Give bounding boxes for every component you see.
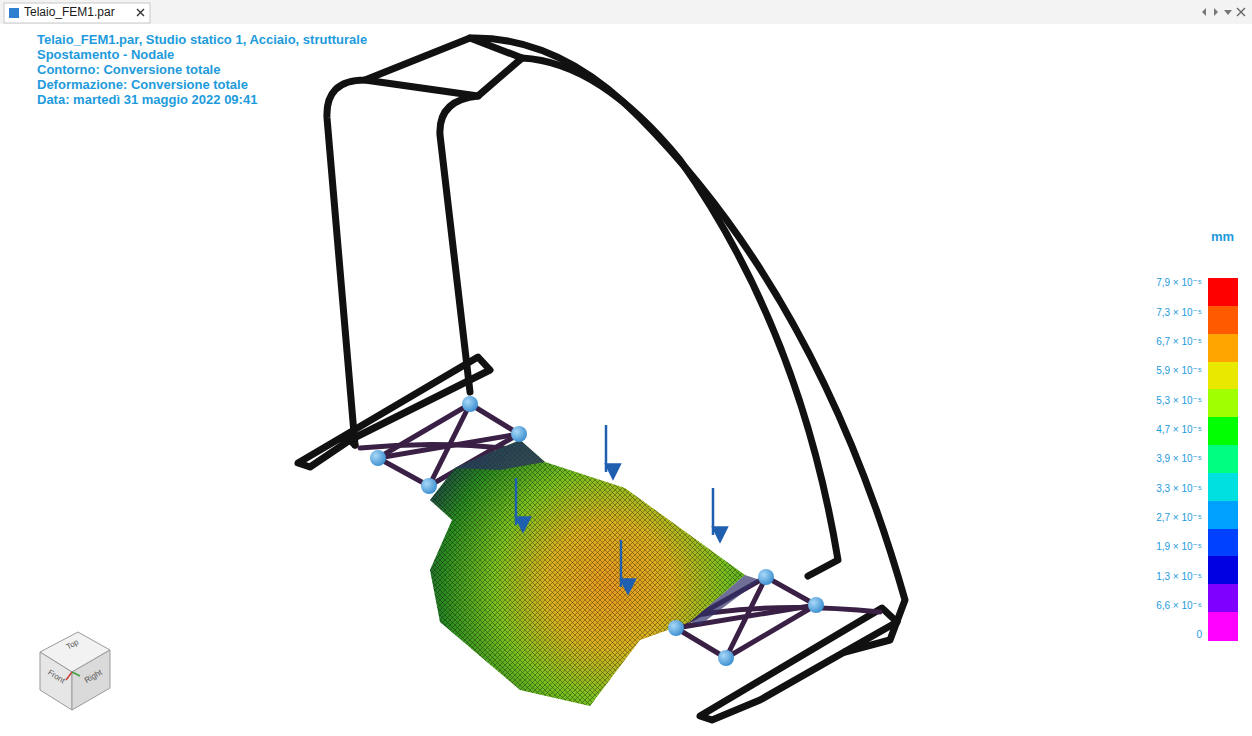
color-bar-segment (1208, 445, 1238, 474)
tab-close (137, 9, 144, 16)
legend-value: 3,3 × 10⁻⁵ (1122, 483, 1202, 495)
color-bar-segment (1208, 278, 1238, 307)
result-header: Data: martedì 31 maggio 2022 09:41 (37, 93, 257, 108)
color-bar-segment (1208, 529, 1238, 558)
unit-label: mm (1211, 230, 1234, 245)
legend-value: 2,7 × 10⁻⁵ (1122, 512, 1202, 524)
legend-value: 7,9 × 10⁻⁵ (1122, 277, 1202, 289)
legend-value: 1,9 × 10⁻⁵ (1122, 541, 1202, 553)
color-bar-segment (1208, 389, 1238, 418)
legend-value: 6,7 × 10⁻⁵ (1122, 336, 1202, 348)
result-header: Spostamento - Nodale (37, 48, 174, 63)
legend-value: 1,3 × 10⁻⁵ (1122, 571, 1202, 583)
support-constraints (370, 396, 824, 666)
load-arrows (516, 425, 713, 587)
window-controls (1202, 8, 1245, 16)
legend-value: 4,7 × 10⁻⁵ (1122, 424, 1202, 436)
legend-value: 6,6 × 10⁻⁶ (1122, 600, 1202, 612)
color-bar-segment (1208, 501, 1238, 530)
result-header: Contorno: Conversione totale (37, 63, 220, 78)
color-bar-segment (1208, 306, 1238, 335)
color-bar-segment (1208, 612, 1238, 641)
tab-title: Telaio_FEM1.par (24, 6, 115, 20)
tab-bar (0, 0, 1252, 24)
legend-value: 5,3 × 10⁻⁵ (1122, 395, 1202, 407)
color-bar-segment (1208, 473, 1238, 502)
color-bar-segment (1208, 417, 1238, 446)
legend-value: 0 (1122, 629, 1202, 641)
color-bar-segment (1208, 556, 1238, 585)
color-bar-segment (1208, 584, 1238, 613)
color-bar-segment (1208, 362, 1238, 391)
frame-tubes (298, 38, 905, 720)
legend-value: 7,3 × 10⁻⁵ (1122, 307, 1202, 319)
document-tab (4, 3, 150, 23)
legend-value: 5,9 × 10⁻⁵ (1122, 365, 1202, 377)
tab-icon (9, 8, 19, 18)
result-header: Telaio_FEM1.par, Studio statico 1, Accia… (37, 33, 367, 48)
result-header: Deformazione: Conversione totale (37, 78, 248, 93)
legend-value: 3,9 × 10⁻⁵ (1122, 453, 1202, 465)
view-cube (40, 632, 110, 710)
meshed-plate (430, 440, 760, 706)
color-bar-segment (1208, 334, 1238, 363)
